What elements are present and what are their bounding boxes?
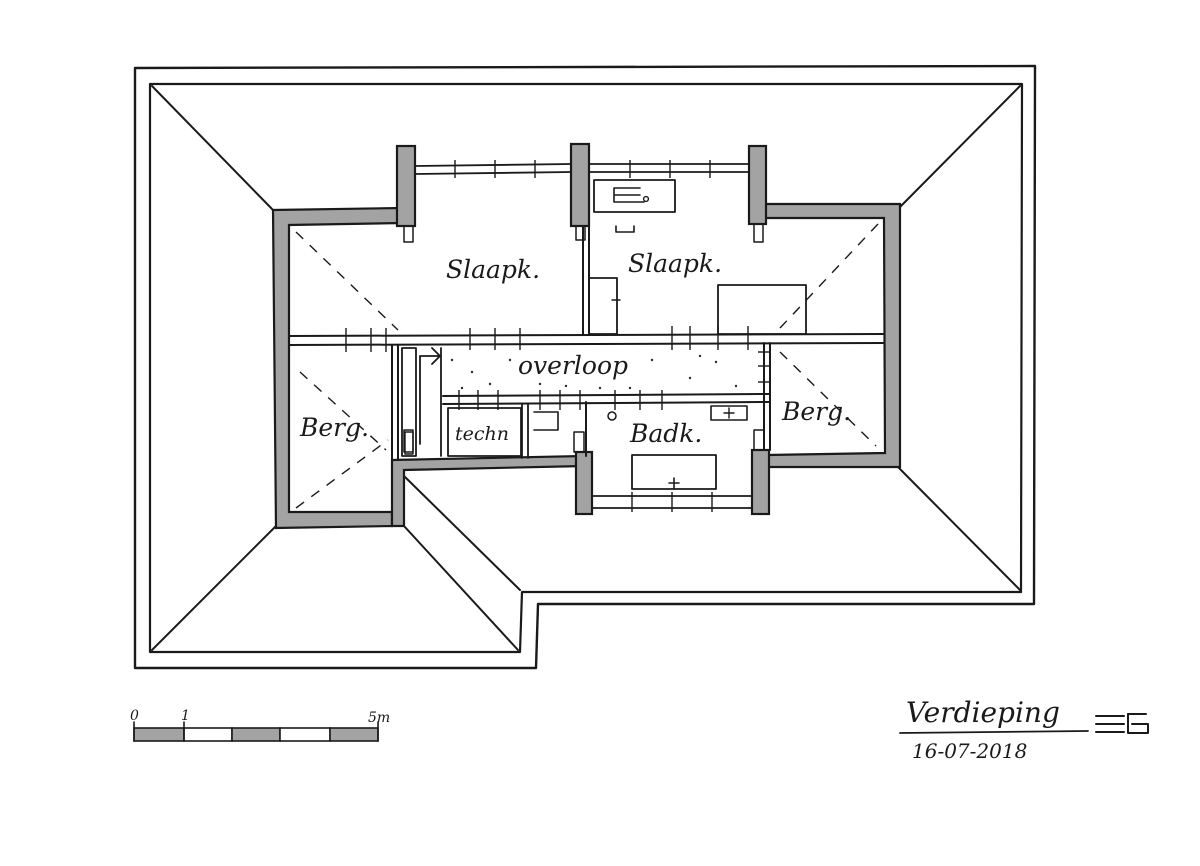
interior-walls — [288, 225, 885, 461]
scale-label-zero: 0 — [130, 708, 139, 724]
scale-bar: 0 1 5m — [130, 708, 390, 742]
landing-texture — [450, 354, 738, 390]
roof-outline — [133, 64, 1037, 670]
eb-monogram-icon — [1095, 713, 1149, 734]
label-bedroom-left: Slaapk. — [446, 255, 540, 284]
dormer-windows — [403, 160, 765, 512]
roof-slope-lines — [295, 223, 879, 509]
label-storage-right: Berg. — [781, 397, 851, 426]
room-labels: Slaapk. Slaapk. overloop Berg. Berg. tec… — [299, 249, 851, 448]
title-block: Verdieping 16-07-2018 — [899, 696, 1149, 763]
drawing-date: 16-07-2018 — [912, 739, 1027, 763]
scale-label-five: 5m — [368, 710, 390, 726]
fixtures — [404, 179, 807, 490]
label-storage-left: Berg. — [299, 413, 369, 442]
label-bedroom-right: Slaapk. — [628, 249, 722, 278]
label-technical: techn — [455, 423, 509, 445]
label-bathroom: Badk. — [629, 419, 702, 448]
drawing-title: Verdieping — [906, 696, 1060, 729]
scale-label-one: 1 — [181, 708, 190, 724]
label-landing: overloop — [518, 351, 628, 380]
